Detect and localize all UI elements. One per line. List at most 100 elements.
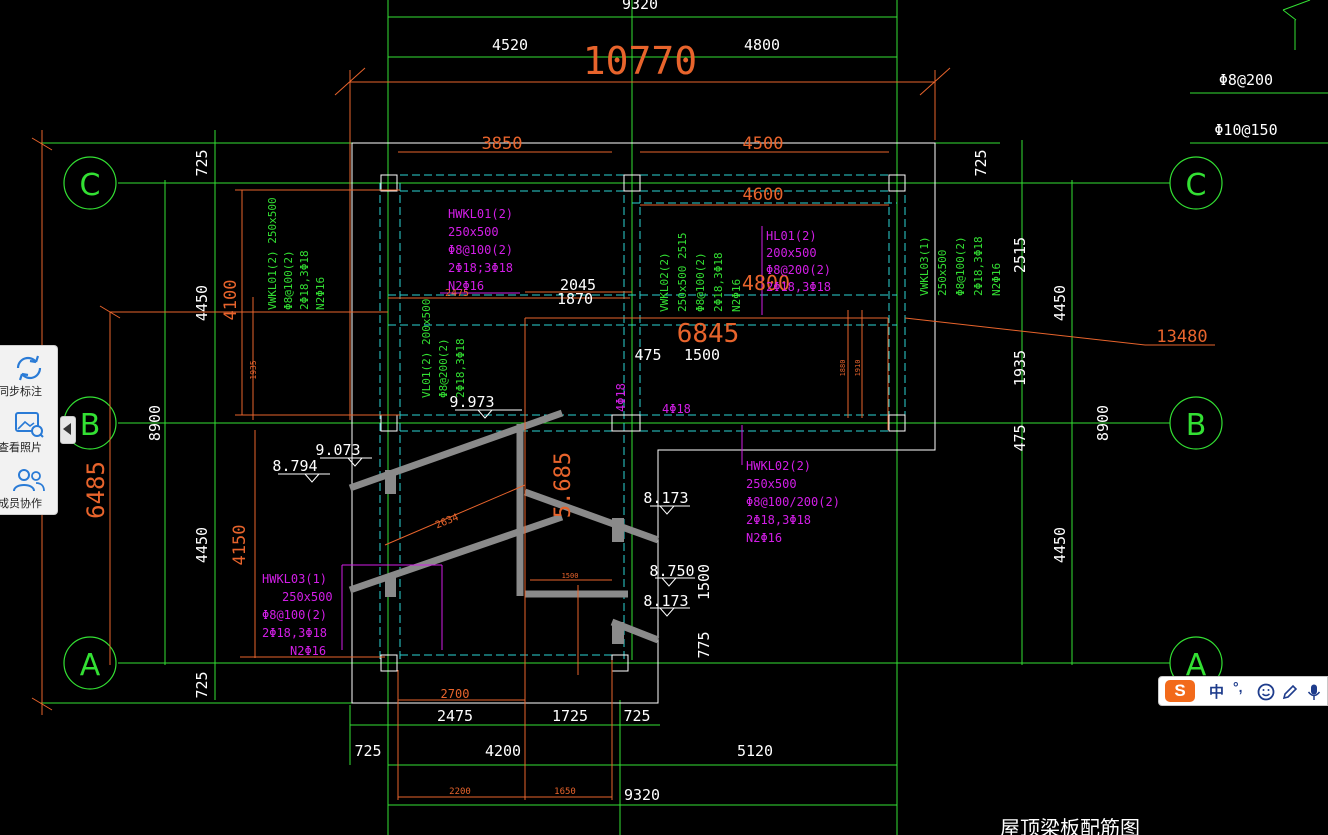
dim-inner-775: 775 xyxy=(695,631,713,658)
beam-note-hwkl01: HWKL01(2) 250x500 Φ8@100(2) 2Φ18;3Φ18 N2… xyxy=(448,207,513,293)
dim-inner-5685: 5.685 xyxy=(551,452,576,518)
dim-bottom-1725: 1725 xyxy=(552,707,588,725)
dim-right-13480: 13480 xyxy=(1156,327,1207,347)
ime-logo-icon[interactable]: S xyxy=(1165,680,1195,702)
beam-note-hl01: HL01(2) 200x500 Φ8@200(2) 2Φ18,3Φ18 xyxy=(766,229,831,294)
dim-right-8900: 8900 xyxy=(1094,405,1112,441)
dim-bottom-725-left: 725 xyxy=(354,742,381,760)
dim-left-4450-top: 4450 xyxy=(193,285,211,321)
elevation-markers xyxy=(278,409,695,617)
dim-inner-1910: 1910 xyxy=(854,360,862,377)
svg-text:2Φ18,3Φ18: 2Φ18,3Φ18 xyxy=(766,280,831,294)
dim-bottom-725-right: 725 xyxy=(623,707,650,725)
svg-text:2Φ18,3Φ18: 2Φ18,3Φ18 xyxy=(262,626,327,640)
elevation-8173-lower: 8.173 xyxy=(643,592,688,610)
side-panel-collapse-button[interactable] xyxy=(60,416,76,444)
rebar-legend-phi10: Φ10@150 xyxy=(1214,121,1277,139)
elevation-8794: 8.794 xyxy=(272,457,317,475)
svg-text:Φ8@200(2): Φ8@200(2) xyxy=(766,263,831,277)
dim-inner-475: 475 xyxy=(634,346,661,364)
dim-inner-1500-small: 1500 xyxy=(562,572,579,580)
dim-left-4100: 4100 xyxy=(221,280,241,321)
svg-text:Φ8@100(2): Φ8@100(2) xyxy=(694,252,707,312)
sync-annotation-label: 同步标注 xyxy=(0,386,42,398)
view-photo-button[interactable]: 查看照片 xyxy=(0,404,58,460)
dimension-lines xyxy=(31,67,1215,800)
annotation-leaders xyxy=(341,226,763,650)
svg-text:2Φ18,3Φ18: 2Φ18,3Φ18 xyxy=(298,250,311,310)
axis-label-a-left: A xyxy=(80,648,101,683)
dim-bottom-1650: 1650 xyxy=(554,787,576,797)
beam-note-vwkl02: VWKL02(2) 250x500 2515 Φ8@100(2) 2Φ18,3Φ… xyxy=(658,233,743,312)
dim-top-overall: 9320 xyxy=(622,0,658,13)
svg-text:VL01(2) 200x500: VL01(2) 200x500 xyxy=(420,299,433,398)
dim-left-1935: 1935 xyxy=(249,360,258,379)
dim-inner-1500-vertical: 1500 xyxy=(695,564,713,600)
svg-text:250x500: 250x500 xyxy=(936,250,949,296)
microphone-icon[interactable] xyxy=(1305,683,1323,701)
svg-text:Φ8@100(2): Φ8@100(2) xyxy=(282,250,295,310)
svg-text:VWKL02(2): VWKL02(2) xyxy=(658,252,671,312)
dim-right-2515: 2515 xyxy=(1011,237,1029,273)
axis-label-a-right: A xyxy=(1186,648,1207,683)
dim-right-725: 725 xyxy=(972,149,990,176)
dim-top-3850: 3850 xyxy=(482,134,523,154)
slab-outline xyxy=(351,142,936,704)
member-collab-button[interactable]: 成员协作 xyxy=(0,460,58,516)
dim-left-725-bottom: 725 xyxy=(193,671,211,698)
beam-note-vwkl01: VWKL01(2) 250x500 Φ8@100(2) 2Φ18,3Φ18 N2… xyxy=(266,197,327,310)
svg-text:250x500: 250x500 xyxy=(282,590,333,604)
dim-inner-1870: 1870 xyxy=(557,290,593,308)
dim-inner-1500: 1500 xyxy=(684,346,720,364)
beam-lines xyxy=(379,174,906,663)
svg-text:250x500 2515: 250x500 2515 xyxy=(676,233,689,312)
axis-label-c-right: C xyxy=(1186,168,1207,203)
svg-text:250x500: 250x500 xyxy=(746,477,797,491)
svg-text:VWKL03(1): VWKL03(1) xyxy=(918,236,931,296)
stair-slabs xyxy=(348,409,660,644)
svg-text:N2Φ16: N2Φ16 xyxy=(314,277,327,310)
svg-text:Φ8@200(2): Φ8@200(2) xyxy=(437,338,450,398)
beam-note-4phi18-a: 4Φ18 xyxy=(662,402,691,416)
elevation-9973: 9.973 xyxy=(449,393,494,411)
svg-text:200x500: 200x500 xyxy=(766,246,817,260)
svg-text:250x500: 250x500 xyxy=(448,225,499,239)
svg-text:2Φ18,3Φ18: 2Φ18,3Φ18 xyxy=(454,338,467,398)
dim-top-4600: 4600 xyxy=(743,185,784,205)
dim-right-4450-top: 4450 xyxy=(1051,285,1069,321)
dim-right-1935: 1935 xyxy=(1011,350,1029,386)
side-panel: 同步标注 查看照片 成员协作 xyxy=(0,345,58,515)
beam-note-hwkl03: HWKL03(1) 250x500 Φ8@100(2) 2Φ18,3Φ18 N2… xyxy=(262,572,333,658)
dim-right-4450-bottom: 4450 xyxy=(1051,527,1069,563)
svg-text:VWKL01(2) 250x500: VWKL01(2) 250x500 xyxy=(266,197,279,310)
svg-text:HWKL01(2): HWKL01(2) xyxy=(448,207,513,221)
svg-text:HWKL03(1): HWKL03(1) xyxy=(262,572,327,586)
svg-text:N2Φ16: N2Φ16 xyxy=(448,279,484,293)
dim-bottom-2200: 2200 xyxy=(449,787,471,797)
dim-inner-6845: 6845 xyxy=(677,319,740,349)
dim-bottom-9320: 9320 xyxy=(624,786,660,804)
beam-note-vwkl03: VWKL03(1) 250x500 Φ8@100(2) 2Φ18,3Φ18 N2… xyxy=(918,236,1003,296)
svg-text:HL01(2): HL01(2) xyxy=(766,229,817,243)
svg-text:N2Φ16: N2Φ16 xyxy=(730,279,743,312)
ime-punctuation-toggle[interactable]: °, xyxy=(1233,679,1243,695)
elevation-8173-upper: 8.173 xyxy=(643,489,688,507)
axis-label-b-right: B xyxy=(1186,408,1207,443)
dim-left-4450-bottom: 4450 xyxy=(193,527,211,563)
svg-text:2Φ18,3Φ18: 2Φ18,3Φ18 xyxy=(972,236,985,296)
dim-top-left: 4520 xyxy=(492,36,528,54)
dim-top-4500: 4500 xyxy=(743,134,784,154)
dim-bottom-4200: 4200 xyxy=(485,742,521,760)
ime-mode-toggle[interactable]: 中 xyxy=(1209,683,1225,701)
emoji-icon[interactable] xyxy=(1257,683,1275,701)
axis-label-c-left: C xyxy=(80,168,101,203)
svg-text:2Φ18,3Φ18: 2Φ18,3Φ18 xyxy=(746,513,811,527)
members-icon xyxy=(13,469,45,492)
dim-left-725-top: 725 xyxy=(193,149,211,176)
pen-icon[interactable] xyxy=(1281,683,1299,701)
sync-annotation-button[interactable]: 同步标注 xyxy=(0,348,58,404)
chevron-left-icon xyxy=(63,423,71,435)
dim-inner-2475: 2475 xyxy=(445,288,469,299)
dim-inner-2634: 2634 xyxy=(434,512,460,531)
